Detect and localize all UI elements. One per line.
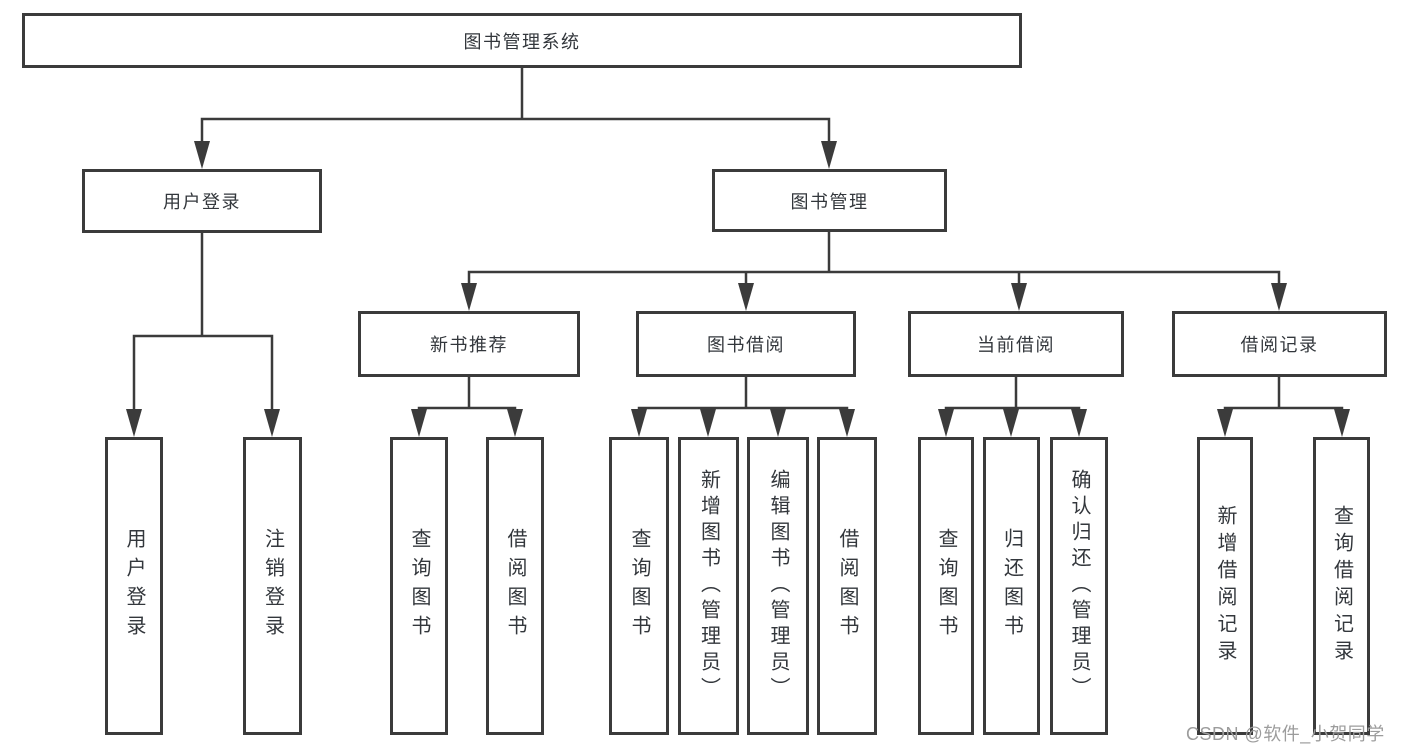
node-borrowing-records-label: 借阅记录: [1240, 335, 1319, 355]
leaf-edit-books-admin-label: 编辑图书（管理员）: [767, 469, 789, 703]
leaf-confirm-return-admin: 确认归还（管理员）: [1050, 437, 1108, 735]
leaf-return-books: 归还图书: [983, 437, 1040, 735]
leaf-borrow-books-label: 借阅图书: [836, 528, 858, 644]
leaf-recommend-borrow-books: 借阅图书: [486, 437, 544, 735]
leaf-query-borrow-record: 查询借阅记录: [1313, 437, 1370, 735]
leaf-query-borrow-record-label: 查询借阅记录: [1330, 505, 1353, 667]
node-new-book-recommend: 新书推荐: [358, 311, 580, 377]
leaf-logout-label: 注销登录: [261, 528, 284, 644]
node-root: 图书管理系统: [22, 13, 1022, 68]
leaf-confirm-return-admin-label: 确认归还（管理员）: [1068, 469, 1090, 703]
leaf-user-login-label: 用户登录: [123, 528, 145, 644]
leaf-current-query-books-label: 查询图书: [935, 528, 957, 644]
leaf-borrow-query-books-label: 查询图书: [628, 528, 650, 644]
node-book-borrowing-label: 图书借阅: [707, 335, 785, 355]
node-user-login: 用户登录: [82, 169, 322, 233]
node-new-book-recommend-label: 新书推荐: [430, 335, 508, 355]
watermark: CSDN @软件_小贺同学: [1186, 724, 1385, 744]
leaf-logout: 注销登录: [243, 437, 302, 735]
leaf-recommend-borrow-books-label: 借阅图书: [504, 528, 526, 644]
node-book-management: 图书管理: [712, 169, 947, 232]
node-borrowing-records: 借阅记录: [1172, 311, 1387, 377]
leaf-borrow-books: 借阅图书: [817, 437, 877, 735]
leaf-recommend-query-books-label: 查询图书: [408, 528, 430, 644]
leaf-edit-books-admin: 编辑图书（管理员）: [747, 437, 809, 735]
leaf-add-borrow-record: 新增借阅记录: [1197, 437, 1253, 735]
leaf-add-books-admin: 新增图书（管理员）: [678, 437, 739, 735]
node-book-management-label: 图书管理: [790, 191, 869, 212]
node-current-borrowing-label: 当前借阅: [977, 335, 1055, 355]
leaf-recommend-query-books: 查询图书: [390, 437, 448, 735]
node-root-label: 图书管理系统: [463, 31, 581, 52]
leaf-add-borrow-record-label: 新增借阅记录: [1214, 505, 1236, 667]
leaf-add-books-admin-label: 新增图书（管理员）: [697, 469, 720, 703]
node-user-login-label: 用户登录: [163, 192, 241, 212]
leaf-current-query-books: 查询图书: [918, 437, 974, 735]
node-current-borrowing: 当前借阅: [908, 311, 1124, 377]
leaf-return-books-label: 归还图书: [1000, 528, 1023, 644]
leaf-borrow-query-books: 查询图书: [609, 437, 669, 735]
leaf-user-login: 用户登录: [105, 437, 163, 735]
node-book-borrowing: 图书借阅: [636, 311, 856, 377]
